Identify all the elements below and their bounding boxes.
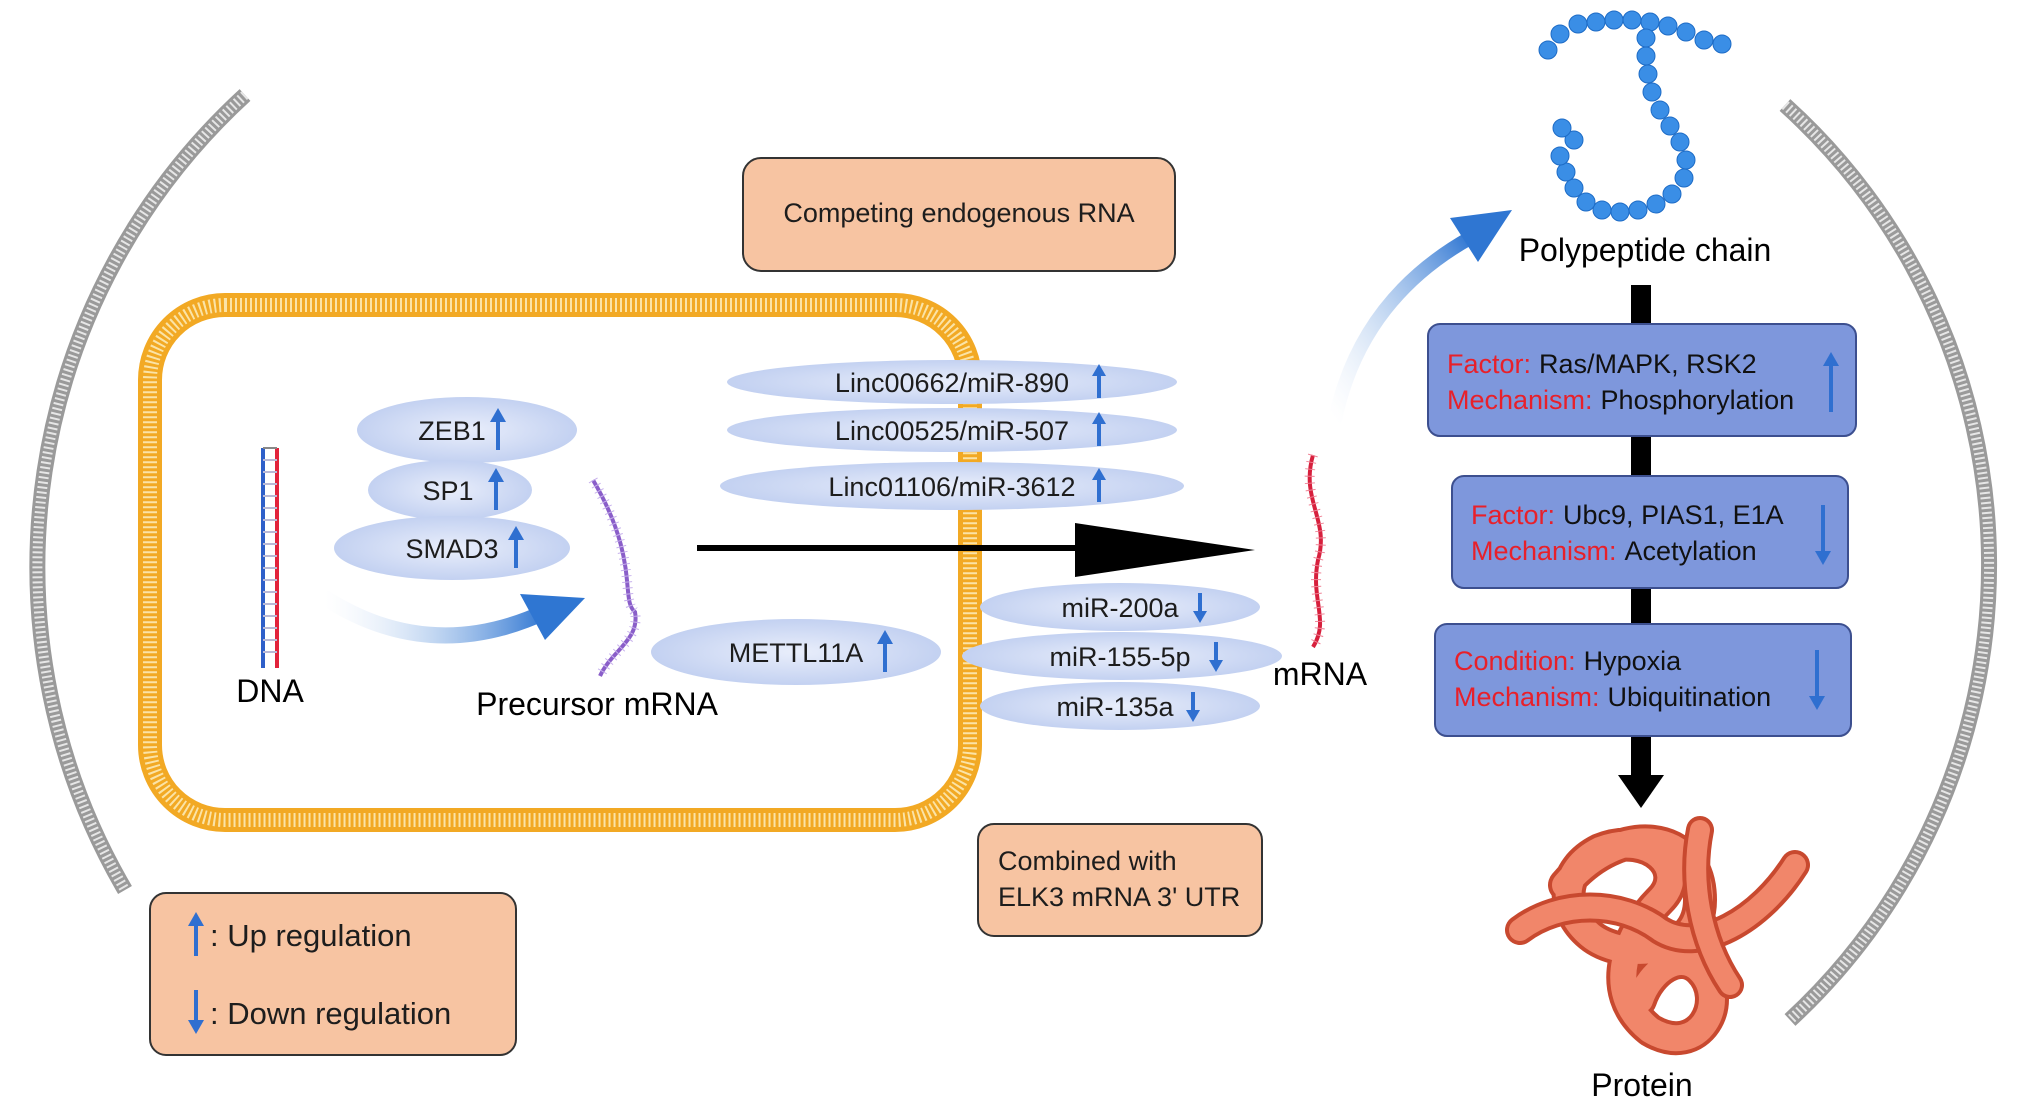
translation-arrow bbox=[697, 523, 1255, 577]
mettl11a-pill: METTL11A bbox=[651, 619, 941, 685]
mirna-pill-3: miR-135a bbox=[980, 682, 1260, 730]
down-arrow-icon bbox=[1809, 650, 1825, 710]
ptm-mech-label: Mechanism: bbox=[1447, 385, 1593, 415]
down-arrow-icon bbox=[1815, 505, 1831, 565]
legend-down-text: : Down regulation bbox=[210, 996, 451, 1031]
mirna-pill-1: miR-200a bbox=[980, 583, 1260, 631]
dna-label: DNA bbox=[236, 673, 304, 709]
up-arrow-icon bbox=[1092, 412, 1106, 446]
cerna-label: Linc00525/miR-507 bbox=[835, 416, 1069, 446]
tf-pill-zeb1: ZEB1 bbox=[357, 397, 577, 463]
svg-text:Mechanism:Acetylation: Mechanism: Acetylation bbox=[1471, 536, 1757, 566]
cerna-pill-2: Linc00525/miR-507 bbox=[727, 408, 1177, 452]
tf-label: ZEB1 bbox=[418, 416, 486, 446]
down-arrow-icon bbox=[1193, 593, 1207, 623]
tf-pill-smad3: SMAD3 bbox=[334, 516, 570, 580]
protein-label: Protein bbox=[1591, 1067, 1692, 1103]
svg-text:Condition:Hypoxia: Condition: Hypoxia bbox=[1454, 646, 1682, 676]
up-arrow-icon bbox=[1092, 468, 1106, 502]
down-arrow-icon bbox=[188, 990, 204, 1034]
cerna-label: Linc01106/miR-3612 bbox=[828, 472, 1075, 502]
mettl11a-label: METTL11A bbox=[729, 638, 864, 668]
ptm-pathway-arrowhead bbox=[1618, 775, 1664, 808]
ptm-key-value: Ubc9, PIAS1, E1A bbox=[1563, 500, 1784, 530]
legend-box: : Up regulation : Down regulation bbox=[149, 892, 517, 1056]
cerna-label: Linc00662/miR-890 bbox=[835, 368, 1069, 398]
polypeptide-chain-icon bbox=[1538, 10, 1732, 222]
tf-pill-sp1: SP1 bbox=[368, 460, 532, 520]
polypeptide-arrow bbox=[1328, 210, 1512, 427]
combined-box: Combined with ELK3 mRNA 3' UTR bbox=[977, 823, 1263, 937]
combined-line-2: ELK3 mRNA 3' UTR bbox=[998, 882, 1240, 912]
up-arrow-icon bbox=[490, 408, 506, 450]
dna-icon bbox=[261, 447, 279, 668]
mirna-label: miR-155-5p bbox=[1049, 642, 1190, 672]
ptm-mech-value: Ubiquitination bbox=[1608, 682, 1772, 712]
ptm-mech-value: Phosphorylation bbox=[1601, 385, 1795, 415]
up-arrow-icon bbox=[1823, 352, 1839, 412]
svg-text:Factor:Ubc9, PIAS1, E1A: Factor: Ubc9, PIAS1, E1A bbox=[1471, 500, 1784, 530]
cerna-pill-1: Linc00662/miR-890 bbox=[727, 360, 1177, 404]
ptm-mech-label: Mechanism: bbox=[1454, 682, 1600, 712]
mrna-label: mRNA bbox=[1273, 656, 1368, 692]
up-arrow-icon bbox=[877, 630, 893, 672]
mirna-pill-2: miR-155-5p bbox=[962, 632, 1282, 680]
up-arrow-icon bbox=[508, 526, 524, 568]
ptm-key-label: Condition: bbox=[1454, 646, 1576, 676]
svg-text:Mechanism:Ubiquitination: Mechanism: Ubiquitination bbox=[1454, 682, 1771, 712]
precursor-mrna-icon bbox=[588, 477, 641, 679]
up-arrow-icon bbox=[188, 912, 204, 956]
tf-label: SP1 bbox=[422, 476, 473, 506]
precursor-label: Precursor mRNA bbox=[476, 686, 718, 722]
ptm-box-acetylation: Factor: Ubc9, PIAS1, E1A Mechanism: Acetyl… bbox=[1451, 475, 1849, 589]
legend-up-text: : Up regulation bbox=[210, 918, 412, 953]
polypeptide-label: Polypeptide chain bbox=[1519, 232, 1772, 268]
ptm-key-label: Factor: bbox=[1471, 500, 1555, 530]
down-arrow-icon bbox=[1209, 642, 1223, 672]
mrna-icon bbox=[1304, 453, 1326, 650]
ptm-key-value: Ras/MAPK, RSK2 bbox=[1539, 349, 1757, 379]
tf-label: SMAD3 bbox=[405, 534, 498, 564]
transcription-arrow bbox=[317, 590, 585, 644]
mirna-label: miR-200a bbox=[1061, 593, 1179, 623]
ptm-key-label: Factor: bbox=[1447, 349, 1531, 379]
cerna-pill-3: Linc01106/miR-3612 bbox=[720, 462, 1184, 510]
cerna-box-text: Competing endogenous RNA bbox=[783, 198, 1134, 228]
cerna-box: Competing endogenous RNA bbox=[742, 157, 1176, 272]
cell-membrane-right bbox=[1779, 99, 1998, 1026]
down-arrow-icon bbox=[1186, 692, 1200, 722]
ptm-box-phosphorylation: Factor: Ras/MAPK, RSK2 Mechanism: Phosphor… bbox=[1427, 323, 1857, 437]
cell-membrane-left bbox=[29, 89, 251, 895]
combined-line-1: Combined with bbox=[998, 846, 1177, 876]
svg-text:Factor:Ras/MAPK, RSK2: Factor: Ras/MAPK, RSK2 bbox=[1447, 349, 1757, 379]
ptm-mech-value: Acetylation bbox=[1625, 536, 1757, 566]
protein-icon bbox=[1505, 816, 1810, 1055]
up-arrow-icon bbox=[1092, 364, 1106, 398]
svg-text:Mechanism:Phosphorylation: Mechanism: Phosphorylation bbox=[1447, 385, 1794, 415]
ptm-mech-label: Mechanism: bbox=[1471, 536, 1617, 566]
mirna-label: miR-135a bbox=[1056, 692, 1174, 722]
ptm-key-value: Hypoxia bbox=[1584, 646, 1683, 676]
up-arrow-icon bbox=[488, 468, 504, 510]
ptm-box-ubiquitination: Condition: Hypoxia Mechanism: Ubiquitinati… bbox=[1434, 623, 1852, 737]
nucleus-membrane bbox=[138, 293, 982, 832]
